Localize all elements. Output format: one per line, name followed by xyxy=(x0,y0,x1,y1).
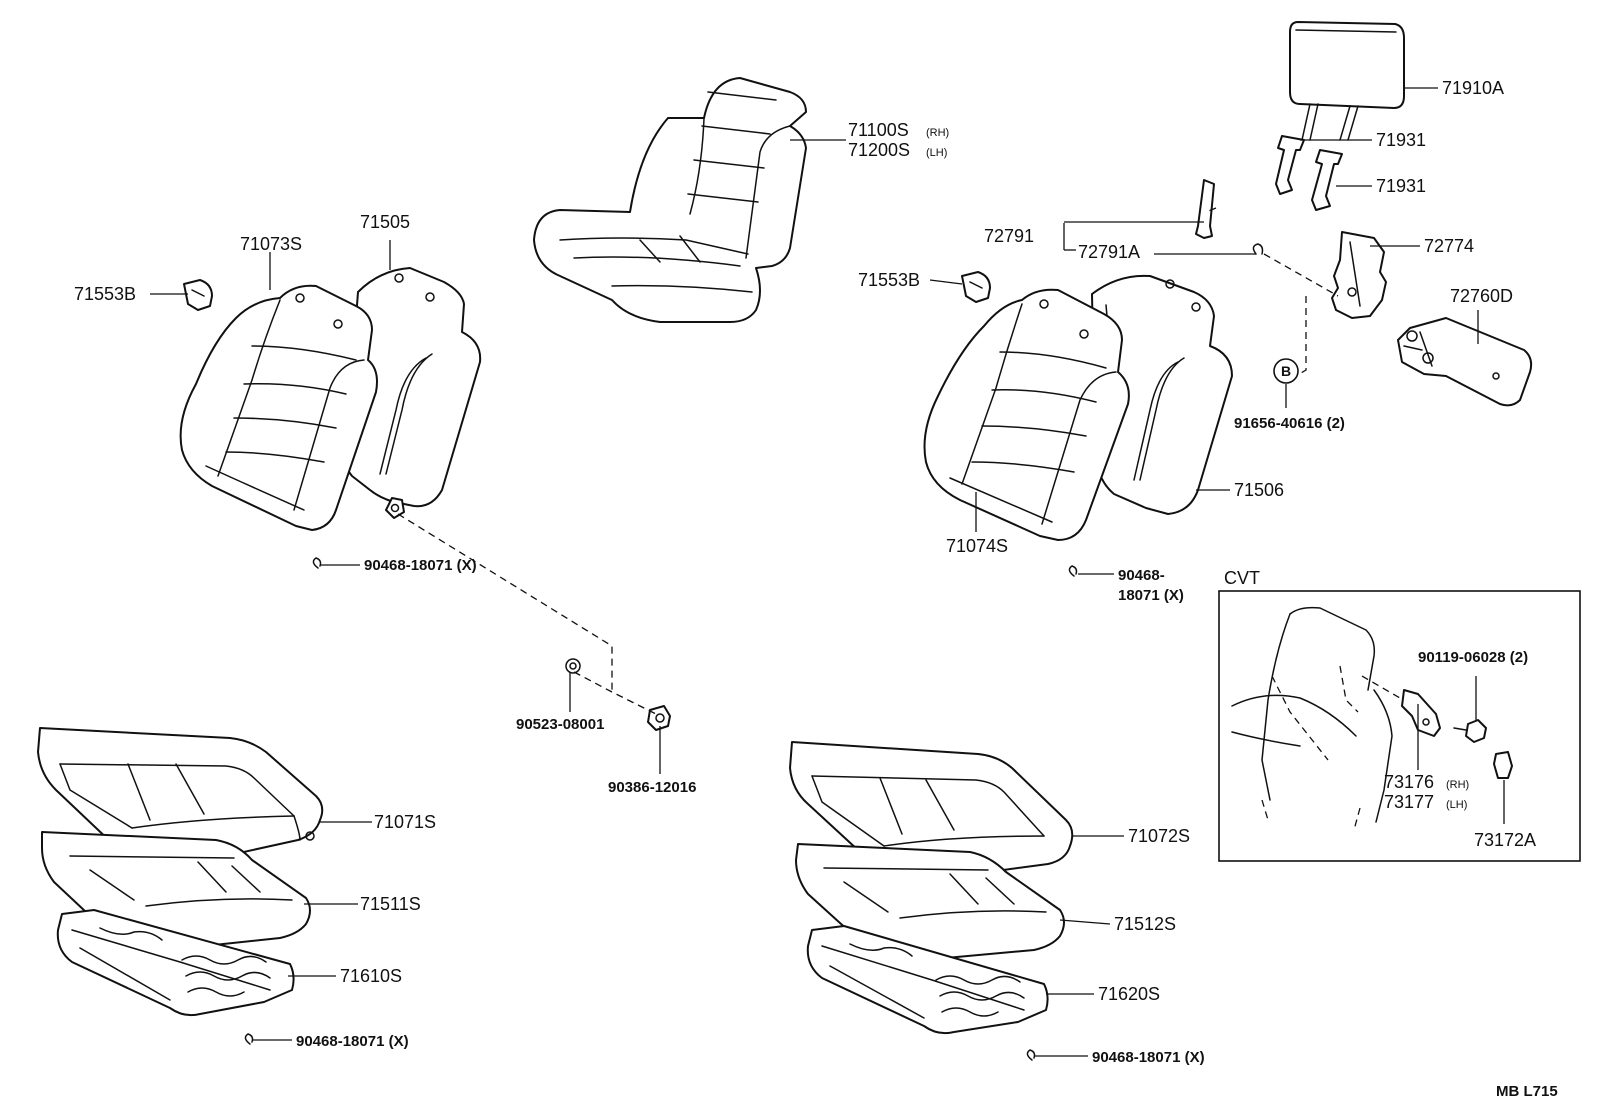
label-cvt-hinge-lh: 73177 xyxy=(1384,792,1434,812)
label-ring-right-2: 18071 (X) xyxy=(1118,587,1184,604)
label-bracket: 72774 xyxy=(1424,236,1474,256)
label-cushion-cover-right: 71072S xyxy=(1128,826,1190,846)
headrest-support-lower xyxy=(1311,149,1343,211)
cvt-hinge-part xyxy=(1401,689,1441,737)
seatback-cover-right xyxy=(923,288,1130,541)
label-frame-left: 71505 xyxy=(360,212,410,232)
label-back-assy-rh-note: (RH) xyxy=(926,127,949,139)
spring-frame-left xyxy=(56,909,295,1017)
label-pin: 72791 xyxy=(984,226,1034,246)
label-back-assy-lh-note: (LH) xyxy=(926,147,947,159)
label-ring-right-1: 90468- xyxy=(1118,567,1165,584)
label-cvt-hinge-rh: 73176 xyxy=(1384,772,1434,792)
label-cvt-hinge-lh-note: (LH) xyxy=(1446,799,1467,811)
label-cvt-title: CVT xyxy=(1224,568,1260,588)
washer-part xyxy=(565,658,581,674)
label-cvt-hinge-rh-note: (RH) xyxy=(1446,779,1469,791)
label-bolt-b: 91656-40616 (2) xyxy=(1234,415,1345,432)
headrest-support-upper xyxy=(1275,135,1305,195)
label-back-assy-rh: 71100S xyxy=(848,120,909,140)
label-support-upper: 71931 xyxy=(1376,130,1426,150)
ring-bottom-left-part xyxy=(244,1033,254,1045)
label-recliner: 72760D xyxy=(1450,286,1513,306)
label-cover-right: 71074S xyxy=(946,536,1008,556)
label-cushion-cover-left: 71071S xyxy=(374,812,436,832)
label-pad-right: 71512S xyxy=(1114,914,1176,934)
lock-pin-part xyxy=(1195,179,1215,239)
cvt-inset xyxy=(1218,590,1581,862)
label-spring-right: 71620S xyxy=(1098,984,1160,1004)
label-ring-left: 90468-18071 (X) xyxy=(364,557,477,574)
ring-left-part xyxy=(312,557,322,569)
label-cvt-screw: 90119-06028 (2) xyxy=(1418,649,1528,666)
label-cvt-cover: 73172A xyxy=(1474,830,1536,850)
label-headrest: 71910A xyxy=(1442,78,1504,98)
circle-b-label: B xyxy=(1281,363,1291,379)
label-shield-right: 71553B xyxy=(858,270,920,290)
label-washer: 90523-08001 xyxy=(516,716,604,733)
label-back-assy-lh: 71200S xyxy=(848,140,910,160)
pin-clip-part xyxy=(1252,243,1264,255)
ring-bottom-right-part xyxy=(1026,1049,1036,1061)
shield-right-part xyxy=(961,271,991,303)
headrest-part xyxy=(1289,21,1405,141)
label-ring-bottom-left: 90468-18071 (X) xyxy=(296,1033,409,1050)
bracket-part xyxy=(1331,231,1387,319)
label-ring-bottom-right: 90468-18071 (X) xyxy=(1092,1049,1205,1066)
shield-left-part xyxy=(183,279,213,311)
cvt-cover-part xyxy=(1493,751,1513,779)
label-shield-left: 71553B xyxy=(74,284,136,304)
circle-b-marker xyxy=(1273,358,1299,384)
page-code: MB L715 xyxy=(1496,1083,1558,1100)
cvt-screw-part xyxy=(1453,719,1487,743)
spring-frame-right xyxy=(806,925,1049,1035)
seat-assembly xyxy=(533,77,807,323)
ring-right-part xyxy=(1068,565,1078,577)
label-frame-right: 71506 xyxy=(1234,480,1284,500)
label-pad-left: 71511S xyxy=(360,894,421,914)
label-pin-a: 72791A xyxy=(1078,242,1140,262)
leader-lines xyxy=(150,87,1505,1057)
label-bolt: 90386-12016 xyxy=(608,779,696,796)
label-spring-left: 71610S xyxy=(340,966,402,986)
bolt-part xyxy=(647,705,671,731)
label-support-lower: 71931 xyxy=(1376,176,1426,196)
seatback-cover-left xyxy=(179,284,378,531)
label-cover-left: 71073S xyxy=(240,234,302,254)
recliner-part xyxy=(1397,317,1533,407)
